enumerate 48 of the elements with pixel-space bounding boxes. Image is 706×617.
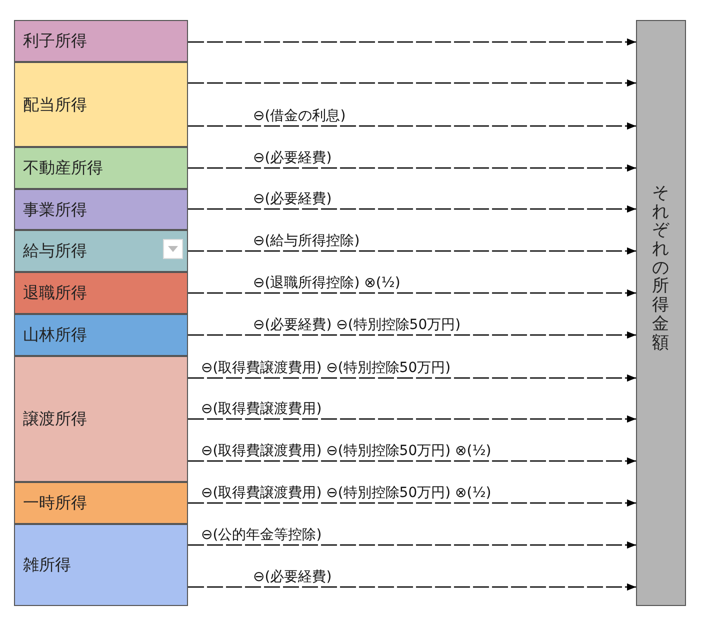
arrow [188, 205, 636, 213]
income-label: 退職所得 [23, 283, 87, 304]
income-box [14, 314, 188, 356]
arrow [188, 289, 636, 297]
income-label: 事業所得 [23, 200, 87, 220]
income-box [14, 482, 188, 524]
edge-label: ⊖(必要経費) [252, 568, 333, 586]
income-box [14, 230, 188, 272]
income-box [14, 524, 188, 606]
income-box [14, 62, 188, 147]
income-label: 山林所得 [23, 325, 87, 346]
income-box [14, 189, 188, 230]
income-label: 配当所得 [23, 94, 87, 116]
income-label: 雑所得 [23, 555, 71, 576]
income-box [14, 356, 188, 482]
arrow [188, 164, 636, 172]
arrow [188, 499, 636, 507]
edge-label: ⊖(退職所得控除) ⊗(½) [252, 274, 402, 292]
vertical-label: それぞれの所得金額 [652, 184, 669, 352]
arrow [188, 38, 636, 46]
arrow [188, 583, 636, 591]
arrow [188, 457, 636, 465]
income-box [14, 20, 188, 62]
edge-label: ⊖(給与所得控除) [252, 232, 361, 250]
arrow [188, 331, 636, 339]
arrow [188, 541, 636, 549]
arrow [188, 122, 636, 130]
edge-label: ⊖(取得費譲渡費用) ⊖(特別控除50万円) ⊗(½) [200, 442, 492, 460]
edge-label: ⊖(必要経費) [252, 149, 333, 167]
income-label: 譲渡所得 [23, 409, 87, 430]
edge-label: ⊖(必要経費) ⊖(特別控除50万円) [252, 316, 462, 334]
income-box [14, 147, 188, 189]
arrow [188, 374, 636, 382]
income-label: 利子所得 [23, 31, 87, 52]
edge-label: ⊖(取得費譲渡費用) ⊖(特別控除50万円) ⊗(½) [200, 484, 492, 502]
result-bar [636, 20, 686, 606]
income-label: 給与所得 [23, 241, 87, 262]
edge-label: ⊖(借金の利息) [252, 107, 347, 125]
arrow [188, 79, 636, 87]
edge-label: ⊖(必要経費) [252, 190, 333, 208]
income-box [14, 272, 188, 314]
arrow [188, 415, 636, 423]
edge-label: ⊖(取得費譲渡費用) ⊖(特別控除50万円) [200, 359, 452, 377]
edge-label: ⊖(公的年金等控除) [200, 526, 323, 544]
edge-label: ⊖(取得費譲渡費用) [200, 400, 323, 418]
income-label: 不動産所得 [23, 158, 103, 179]
income-label: 一時所得 [23, 493, 87, 514]
arrow [188, 247, 636, 255]
